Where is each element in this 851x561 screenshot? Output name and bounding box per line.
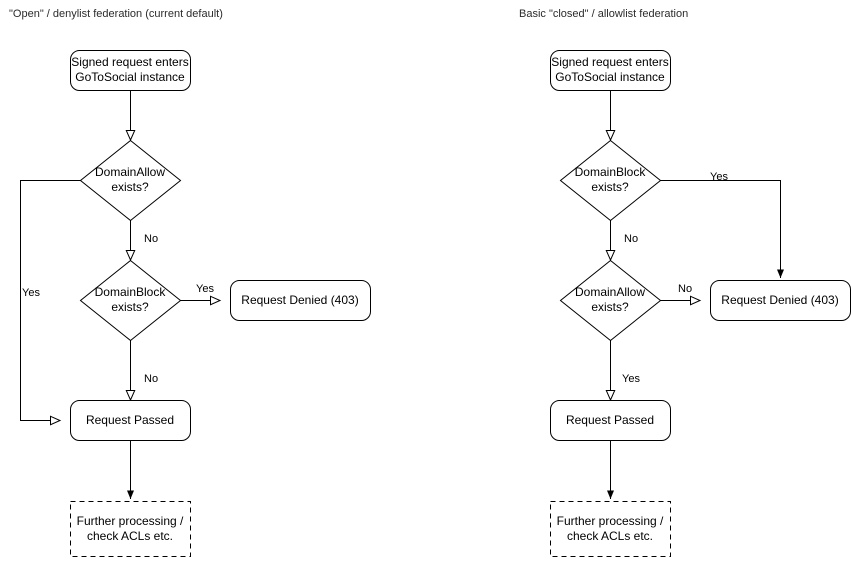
node-l-denied-label: Request Denied (403) [241,292,359,307]
node-l-further-label: Further processing / check ACLs etc. [76,513,184,543]
node-r-start-label: Signed request enters GoToSocial instanc… [551,55,669,84]
edge-label-l-d1-no: No [144,233,159,245]
node-r-passed-label: Request Passed [565,412,655,427]
node-r-d2-label: DomainAllow exists? [574,285,646,314]
node-l-passed-label: Request Passed [85,412,175,427]
left-diagram-title: "Open" / denylist federation (current de… [9,8,223,20]
node-r-further-label: Further processing / check ACLs etc. [556,513,664,543]
node-r-further-shape[interactable] [550,501,671,557]
node-r-denied-label: Request Denied (403) [721,292,839,307]
right-diagram-title: Basic "closed" / allowlist federation [519,8,689,20]
edge-label-r-d2-no: No [678,283,693,295]
node-r-d1-label: DomainBlock exists? [574,165,646,194]
edge-l-d1-passed [20,180,81,426]
node-l-d1-label: DomainAllow exists? [94,165,166,194]
node-l-d2-label: DomainBlock exists? [94,285,166,314]
edge-label-l-d1-yes: Yes [22,287,40,299]
edge-r-d1-denied [660,180,784,278]
edge-label-r-d1-yes: Yes [710,171,728,183]
node-l-start-label: Signed request enters GoToSocial instanc… [71,55,189,84]
edge-label-r-d1-no: No [624,233,639,245]
edge-label-l-d2-no: No [144,373,159,385]
edge-label-l-d2-yes: Yes [196,283,214,295]
node-l-denied-shape[interactable] [230,280,371,321]
node-l-further-shape[interactable] [70,501,191,557]
edge-label-r-d2-yes: Yes [622,373,640,385]
